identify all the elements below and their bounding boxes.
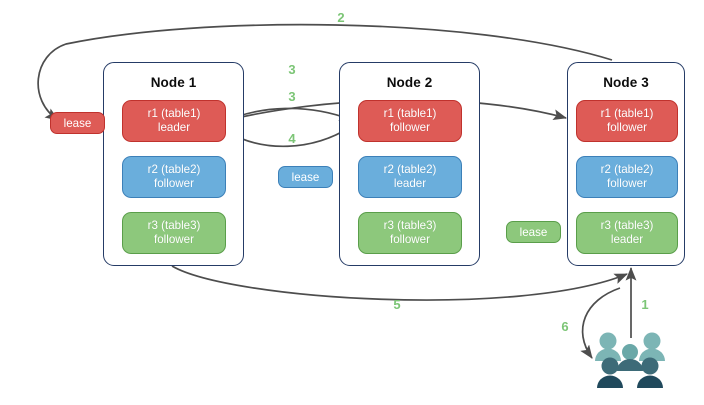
replica-name: r2 (table2) [600,163,654,176]
users-icon [595,332,665,388]
replica-role: follower [390,233,430,246]
replica-node3-r3[interactable]: r3 (table3) leader [576,212,678,254]
step-label-5: 5 [393,297,401,312]
step-label-3-lower: 3 [288,89,296,104]
replica-role: leader [610,233,644,246]
step-label-6: 6 [561,319,569,334]
replica-node3-r2[interactable]: r2 (table2) follower [576,156,678,198]
replica-role: follower [607,177,647,190]
replica-role: follower [607,121,647,134]
replica-role: follower [390,121,430,134]
replica-role: leader [157,121,191,134]
replica-role: follower [154,177,194,190]
step-label-2: 2 [337,10,345,25]
replica-name: r3 (table3) [600,219,654,232]
replica-name: r1 (table1) [147,107,201,120]
replica-name: r2 (table2) [147,163,201,176]
replica-node1-r2[interactable]: r2 (table2) follower [122,156,226,198]
node-container-2[interactable]: Node 2 r1 (table1) follower r2 (table2) … [339,62,480,266]
node-container-3[interactable]: Node 3 r1 (table1) follower r2 (table2) … [567,62,685,266]
replica-name: r1 (table1) [383,107,437,120]
replica-name: r3 (table3) [383,219,437,232]
lease-badge-blue[interactable]: lease [278,166,333,188]
step-label-1: 1 [641,297,649,312]
lease-badge-green[interactable]: lease [506,221,561,243]
replica-name: r2 (table2) [383,163,437,176]
replica-node2-r1[interactable]: r1 (table1) follower [358,100,462,142]
node-title-2: Node 2 [386,75,433,90]
lease-badge-red[interactable]: lease [50,112,105,134]
step-label-4: 4 [288,131,296,146]
replica-role: follower [154,233,194,246]
node-title-3: Node 3 [603,75,649,90]
edge-step-5 [171,265,628,301]
replica-node2-r2[interactable]: r2 (table2) leader [358,156,462,198]
replica-node1-r3[interactable]: r3 (table3) follower [122,212,226,254]
replica-role: leader [393,177,427,190]
step-label-3-upper: 3 [288,62,296,77]
replica-name: r1 (table1) [600,107,654,120]
node-title-1: Node 1 [150,75,197,90]
replica-name: r3 (table3) [147,219,201,232]
replica-node2-r3[interactable]: r3 (table3) follower [358,212,462,254]
replica-node3-r1[interactable]: r1 (table1) follower [576,100,678,142]
replica-node1-r1[interactable]: r1 (table1) leader [122,100,226,142]
node-container-1[interactable]: Node 1 r1 (table1) leader r2 (table2) fo… [103,62,244,266]
